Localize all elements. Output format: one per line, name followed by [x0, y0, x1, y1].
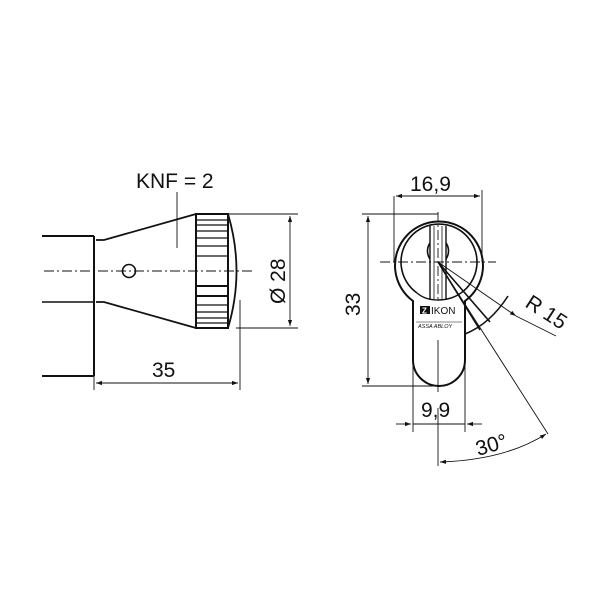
knf-label: KNF = 2 [136, 170, 214, 193]
diameter-dimension-label: Ø 28 [267, 258, 290, 304]
ikon-logo-icon [420, 306, 430, 314]
svg-text:Z: Z [422, 307, 427, 316]
brand-name: IKON [431, 306, 455, 317]
width-bottom-dimension-label: 9,9 [421, 399, 450, 422]
width-top-dimension-label: 16,9 [410, 173, 451, 196]
brand-sub: ASSA ABLOY [417, 324, 452, 330]
side-view [42, 192, 298, 390]
front-view [362, 190, 557, 466]
brand-logo: Z IKON ASSA ABLOY [417, 306, 455, 330]
radius-dimension-label: R 15 [521, 291, 571, 334]
set-screw-hole-icon [121, 263, 137, 279]
angle-dimension-label: 30° [473, 430, 510, 461]
height-dimension-label: 33 [342, 293, 365, 316]
length-dimension-label: 35 [152, 359, 175, 382]
